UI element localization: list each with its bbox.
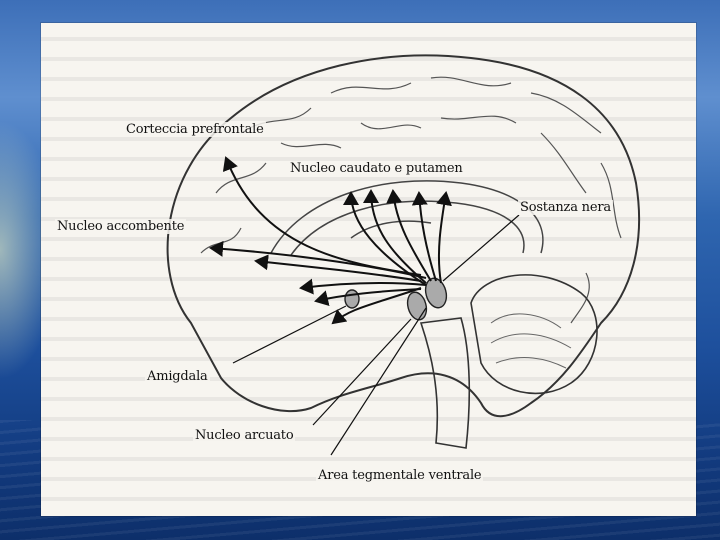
label-ventral-tegmental-area: Area tegmentale ventrale: [316, 468, 484, 483]
amygdala-shape: [344, 289, 360, 309]
label-prefrontal-cortex: Corteccia prefrontale: [124, 122, 266, 137]
pathway-arrows: [209, 156, 452, 325]
brainstem: [419, 317, 471, 449]
label-arcuate-nucleus: Nucleo arcuato: [193, 428, 296, 443]
substantia-nigra-shape: [424, 277, 448, 309]
corpus-callosum: [270, 180, 544, 256]
slide-image: Corteccia prefrontale Nucleo caudato e p…: [41, 23, 696, 516]
cerebellum: [470, 274, 598, 395]
leader-lines: [232, 214, 520, 456]
brain-outline: [166, 54, 641, 418]
label-amygdala: Amigdala: [145, 369, 210, 384]
label-substantia-nigra: Sostanza nera: [518, 200, 613, 215]
vta-shape: [406, 291, 428, 321]
brain-diagram: [166, 54, 641, 456]
faint-background-text: [41, 23, 696, 516]
label-nucleus-accumbens: Nucleo accombente: [55, 219, 187, 234]
label-caudate-putamen: Nucleo caudato e putamen: [288, 161, 465, 176]
